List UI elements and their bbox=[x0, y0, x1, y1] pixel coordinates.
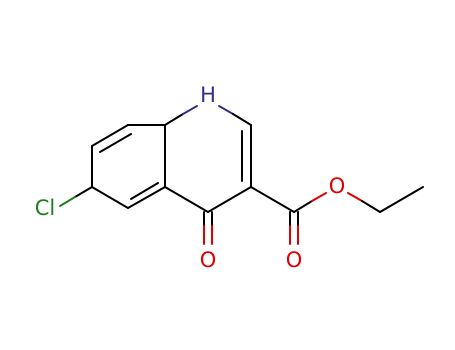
bond-c6-c5 bbox=[91, 186, 129, 209]
keto-oxygen-label: O bbox=[200, 248, 217, 272]
bond-c8a-n1-n bbox=[182, 105, 198, 115]
bond-n1-c2 bbox=[232, 113, 252, 126]
bonds bbox=[59, 105, 424, 245]
bond-o-ch2 bbox=[361, 200, 381, 213]
bond-c8-c7 bbox=[91, 124, 129, 147]
bond-ch2-ch3 bbox=[379, 186, 424, 213]
nitrogen-h-label: H bbox=[200, 83, 216, 107]
chlorine-label: Cl bbox=[35, 196, 56, 220]
bond-n1-c2-n bbox=[218, 105, 234, 115]
bond-ester-c-o-single-o bbox=[311, 192, 327, 202]
atom-labels: H Cl O O O bbox=[35, 83, 346, 272]
bond-c6-cl bbox=[59, 196, 76, 207]
ester-oxygen-label: O bbox=[329, 174, 346, 198]
bond-ester-c-o-single bbox=[293, 200, 313, 213]
bond-c5-c4a bbox=[127, 186, 166, 209]
bond-c3-c-ester bbox=[250, 186, 295, 213]
carbonyl-oxygen-label: O bbox=[286, 248, 303, 272]
bond-c4-c4a bbox=[164, 186, 209, 213]
bond-c8a-n1 bbox=[164, 113, 184, 126]
bond-c8-c7-inner bbox=[99, 133, 132, 153]
bond-c6-cl-carbon bbox=[74, 186, 93, 198]
bond-c5-c4a-inner bbox=[130, 182, 159, 200]
bond-o-ch2-o bbox=[347, 192, 363, 202]
bond-c3-c4 bbox=[207, 186, 252, 213]
